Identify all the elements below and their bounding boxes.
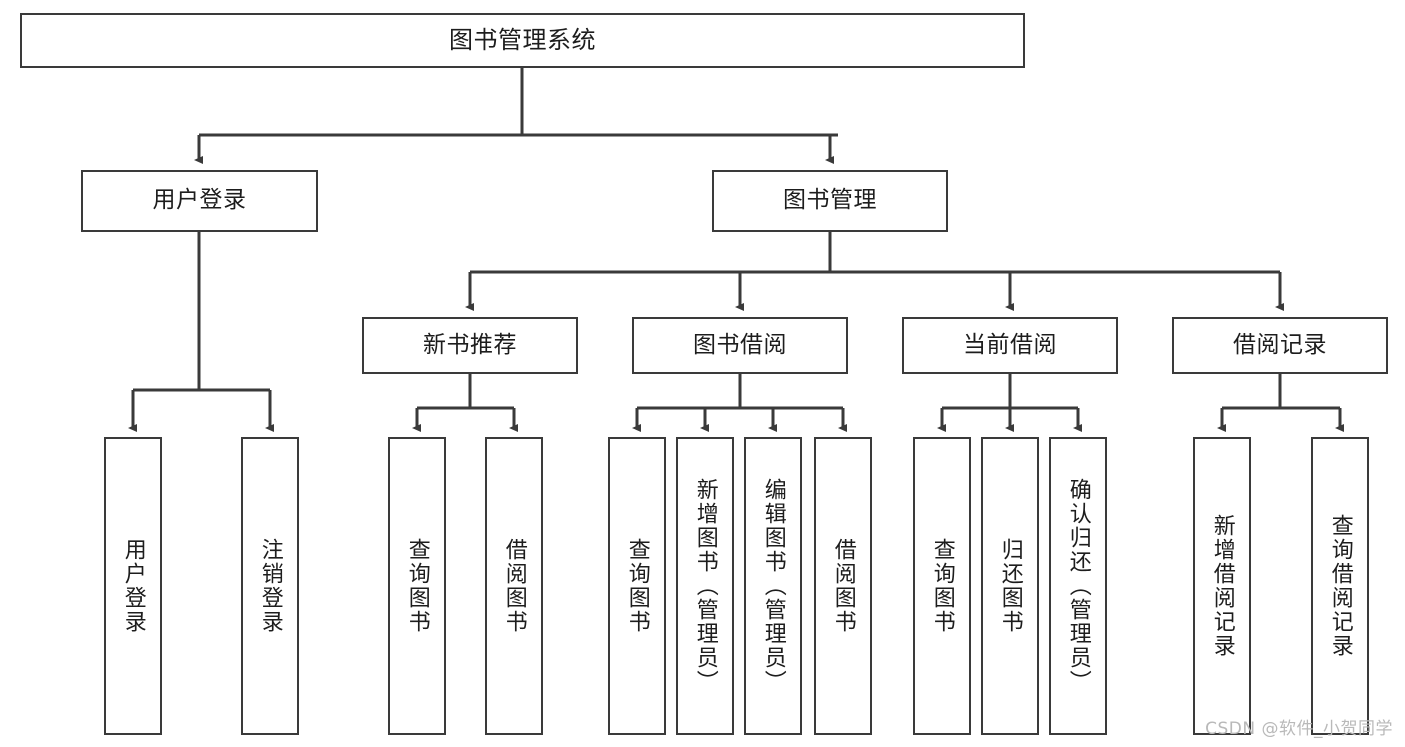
node-label: 用户登录	[120, 538, 146, 634]
node-label: 借阅图书	[501, 538, 527, 634]
node-label: 查询图书	[404, 538, 430, 634]
node-leaf-logout-login[interactable]: 注销登录	[241, 437, 299, 735]
node-leaf-user-login[interactable]: 用户登录	[104, 437, 162, 735]
node-current-borrow[interactable]: 当前借阅	[902, 317, 1118, 374]
node-leaf-edit-book-admin[interactable]: 编辑图书（管理员）	[744, 437, 802, 735]
node-leaf-query-book-current[interactable]: 查询图书	[913, 437, 971, 735]
node-label: 新书推荐	[423, 331, 517, 358]
node-leaf-add-book-admin[interactable]: 新增图书（管理员）	[676, 437, 734, 735]
node-leaf-query-borrow-record[interactable]: 查询借阅记录	[1311, 437, 1369, 735]
node-leaf-query-book-recommend[interactable]: 查询图书	[388, 437, 446, 735]
node-new-book-recommend[interactable]: 新书推荐	[362, 317, 578, 374]
node-label: 编辑图书（管理员）	[760, 478, 786, 694]
node-label: 用户登录	[152, 187, 247, 214]
node-label: 图书管理	[783, 187, 877, 214]
node-user-login[interactable]: 用户登录	[81, 170, 318, 232]
node-label: 注销登录	[257, 538, 283, 634]
node-root-book-management-system[interactable]: 图书管理系统	[20, 13, 1025, 68]
node-label: 查询图书	[929, 538, 955, 634]
node-leaf-query-book-borrow[interactable]: 查询图书	[608, 437, 666, 735]
node-label: 归还图书	[997, 538, 1023, 634]
node-leaf-add-borrow-record[interactable]: 新增借阅记录	[1193, 437, 1251, 735]
csdn-watermark: CSDN @软件_小贺同学	[1205, 719, 1393, 739]
node-label: 确认归还（管理员）	[1065, 478, 1091, 694]
node-label: 图书借阅	[693, 331, 787, 358]
node-label: 查询借阅记录	[1327, 514, 1353, 658]
node-book-management[interactable]: 图书管理	[712, 170, 948, 232]
node-label: 新增借阅记录	[1209, 514, 1235, 658]
node-borrow-record[interactable]: 借阅记录	[1172, 317, 1388, 374]
node-book-borrow[interactable]: 图书借阅	[632, 317, 848, 374]
node-label: 查询图书	[624, 538, 650, 634]
node-label: 图书管理系统	[449, 26, 596, 55]
node-leaf-borrow-book[interactable]: 借阅图书	[814, 437, 872, 735]
node-leaf-return-book[interactable]: 归还图书	[981, 437, 1039, 735]
node-leaf-confirm-return-admin[interactable]: 确认归还（管理员）	[1049, 437, 1107, 735]
node-leaf-borrow-book-recommend[interactable]: 借阅图书	[485, 437, 543, 735]
node-label: 借阅图书	[830, 538, 856, 634]
node-label: 当前借阅	[963, 331, 1057, 358]
node-label: 借阅记录	[1233, 331, 1327, 358]
node-label: 新增图书（管理员）	[692, 478, 718, 694]
